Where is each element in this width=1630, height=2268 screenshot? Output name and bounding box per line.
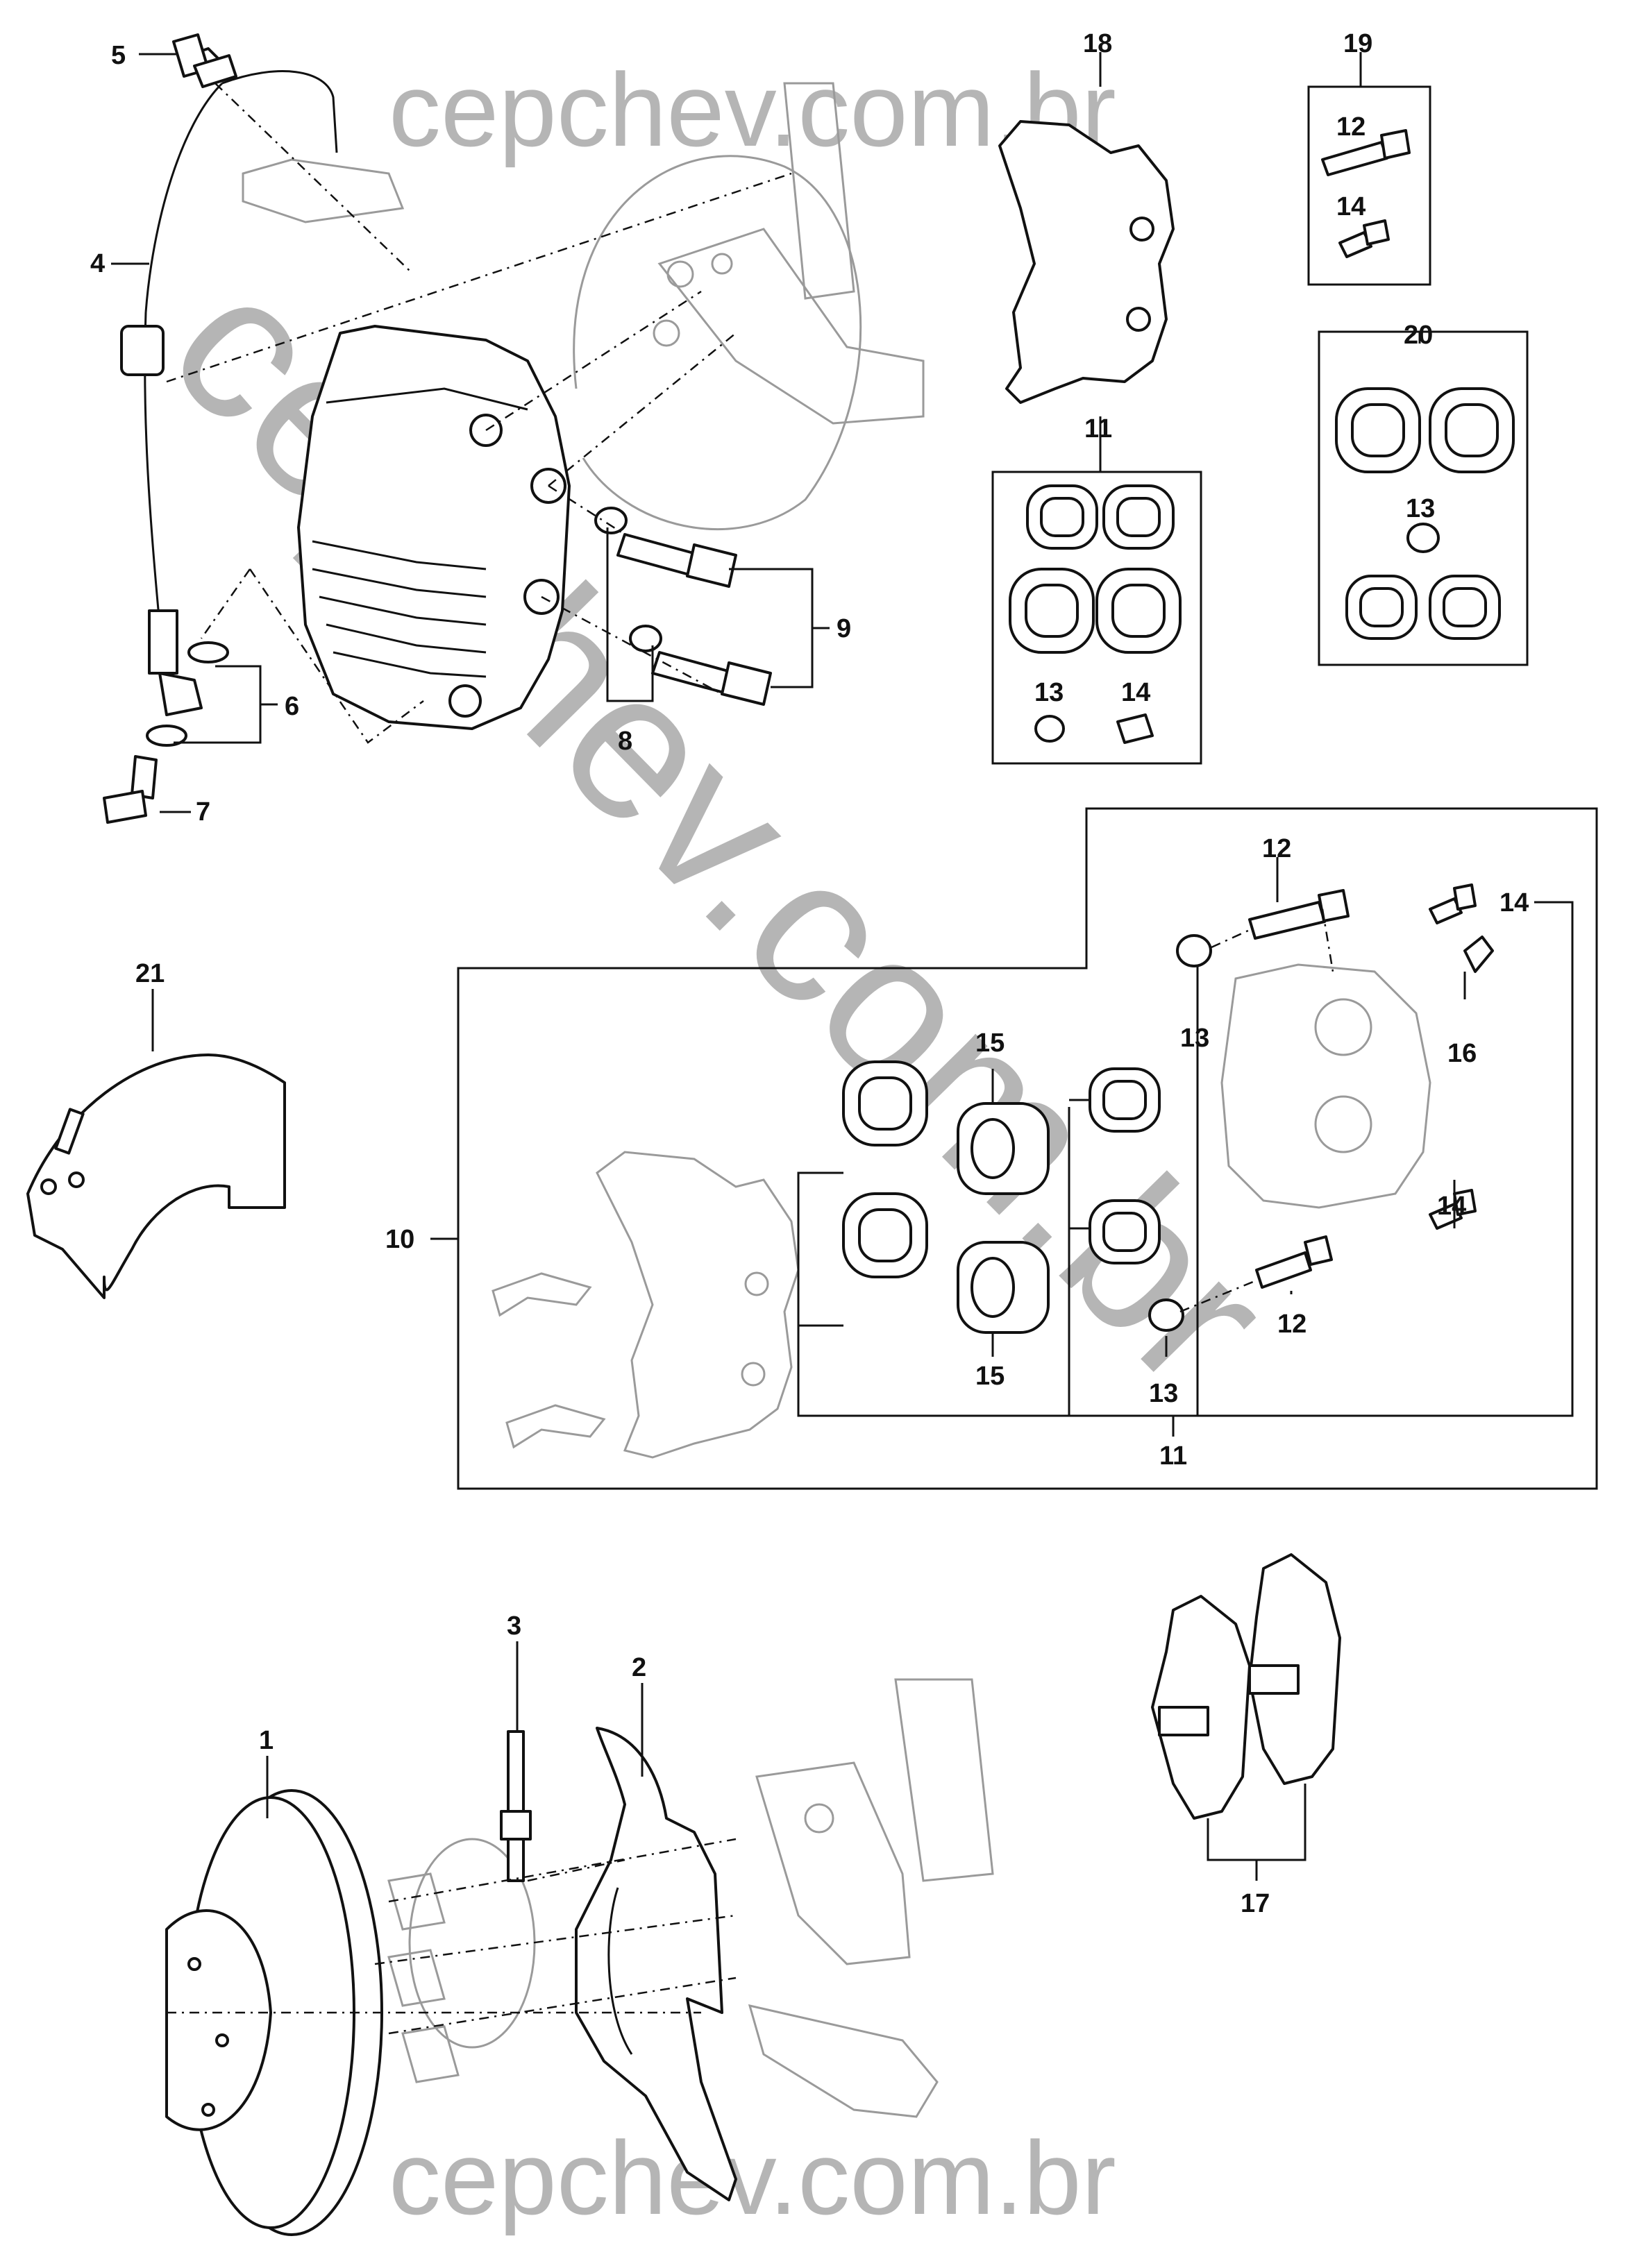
seals-box-11-mid [842,1060,1161,1278]
callout-14-mid-top: 14 [1499,888,1529,917]
callout-13-mid: 13 [1149,1379,1178,1408]
knuckle-ghost [748,1678,994,2118]
caliper-body [297,325,571,730]
callout-9: 9 [837,614,851,643]
callout-1: 1 [259,1726,274,1755]
stud-3 [500,1730,532,1882]
box-10 [457,807,1598,1490]
bracket-ghost-mid [491,1151,800,1459]
callout-16: 16 [1447,1039,1477,1068]
callout-11-top: 11 [1084,414,1112,443]
washers-6 [146,641,229,747]
seals-box-11 [1009,484,1182,744]
callout-19: 19 [1343,29,1372,58]
callout-14-box19: 14 [1336,192,1366,221]
caliper-ghost-mid [1220,963,1431,1209]
washers-8 [594,507,662,652]
brake-disc [165,1789,383,2236]
callout-17: 17 [1241,1889,1270,1918]
callout-12-box19: 12 [1336,112,1366,142]
bolt-7 [103,755,158,824]
callout-4: 4 [90,249,105,278]
callout-10: 10 [385,1225,414,1254]
box-20 [1318,330,1529,666]
box-20-parts [1335,387,1515,640]
callout-12-mid: 12 [1277,1310,1306,1339]
wheel-hub-ghost [387,1838,536,2083]
box-11-seals [991,471,1202,765]
splash-shield-2 [575,1727,737,2201]
callout-20: 20 [1404,321,1433,350]
bolt-5 [172,33,237,88]
callout-13-mid-top: 13 [1180,1024,1209,1053]
callout-12-mid-top: 12 [1262,834,1291,863]
callout-18: 18 [1083,29,1112,58]
caliper-bolts-9 [616,533,772,706]
callout-15-top: 15 [975,1029,1005,1058]
callout-7: 7 [196,797,210,827]
callout-3: 3 [507,1611,521,1641]
callout-5: 5 [111,41,126,70]
callout-13-box20: 13 [1406,494,1435,523]
watermark-bottom: cepchev.com.br [389,2119,1116,2236]
callout-21: 21 [135,959,165,988]
suspension-ghost-top [242,82,925,531]
watermark-top: cepchev.com.br [389,51,1116,168]
pistons-15 [957,1102,1050,1334]
box-19 [1307,85,1431,286]
callout-14-mid: 14 [1437,1192,1466,1221]
shield-21 [26,1053,286,1299]
brake-pads-17 [1151,1553,1341,1820]
callout-13-box11: 13 [1034,678,1064,707]
callout-8: 8 [618,727,632,756]
box-19-parts [1321,129,1411,258]
callout-2: 2 [632,1653,646,1682]
callout-6: 6 [285,692,299,721]
callout-11-mid: 11 [1159,1441,1187,1471]
callout-15-bottom: 15 [975,1362,1005,1391]
bracket-18 [998,120,1175,404]
brake-hose [120,47,338,716]
callout-14-box11: 14 [1121,678,1150,707]
